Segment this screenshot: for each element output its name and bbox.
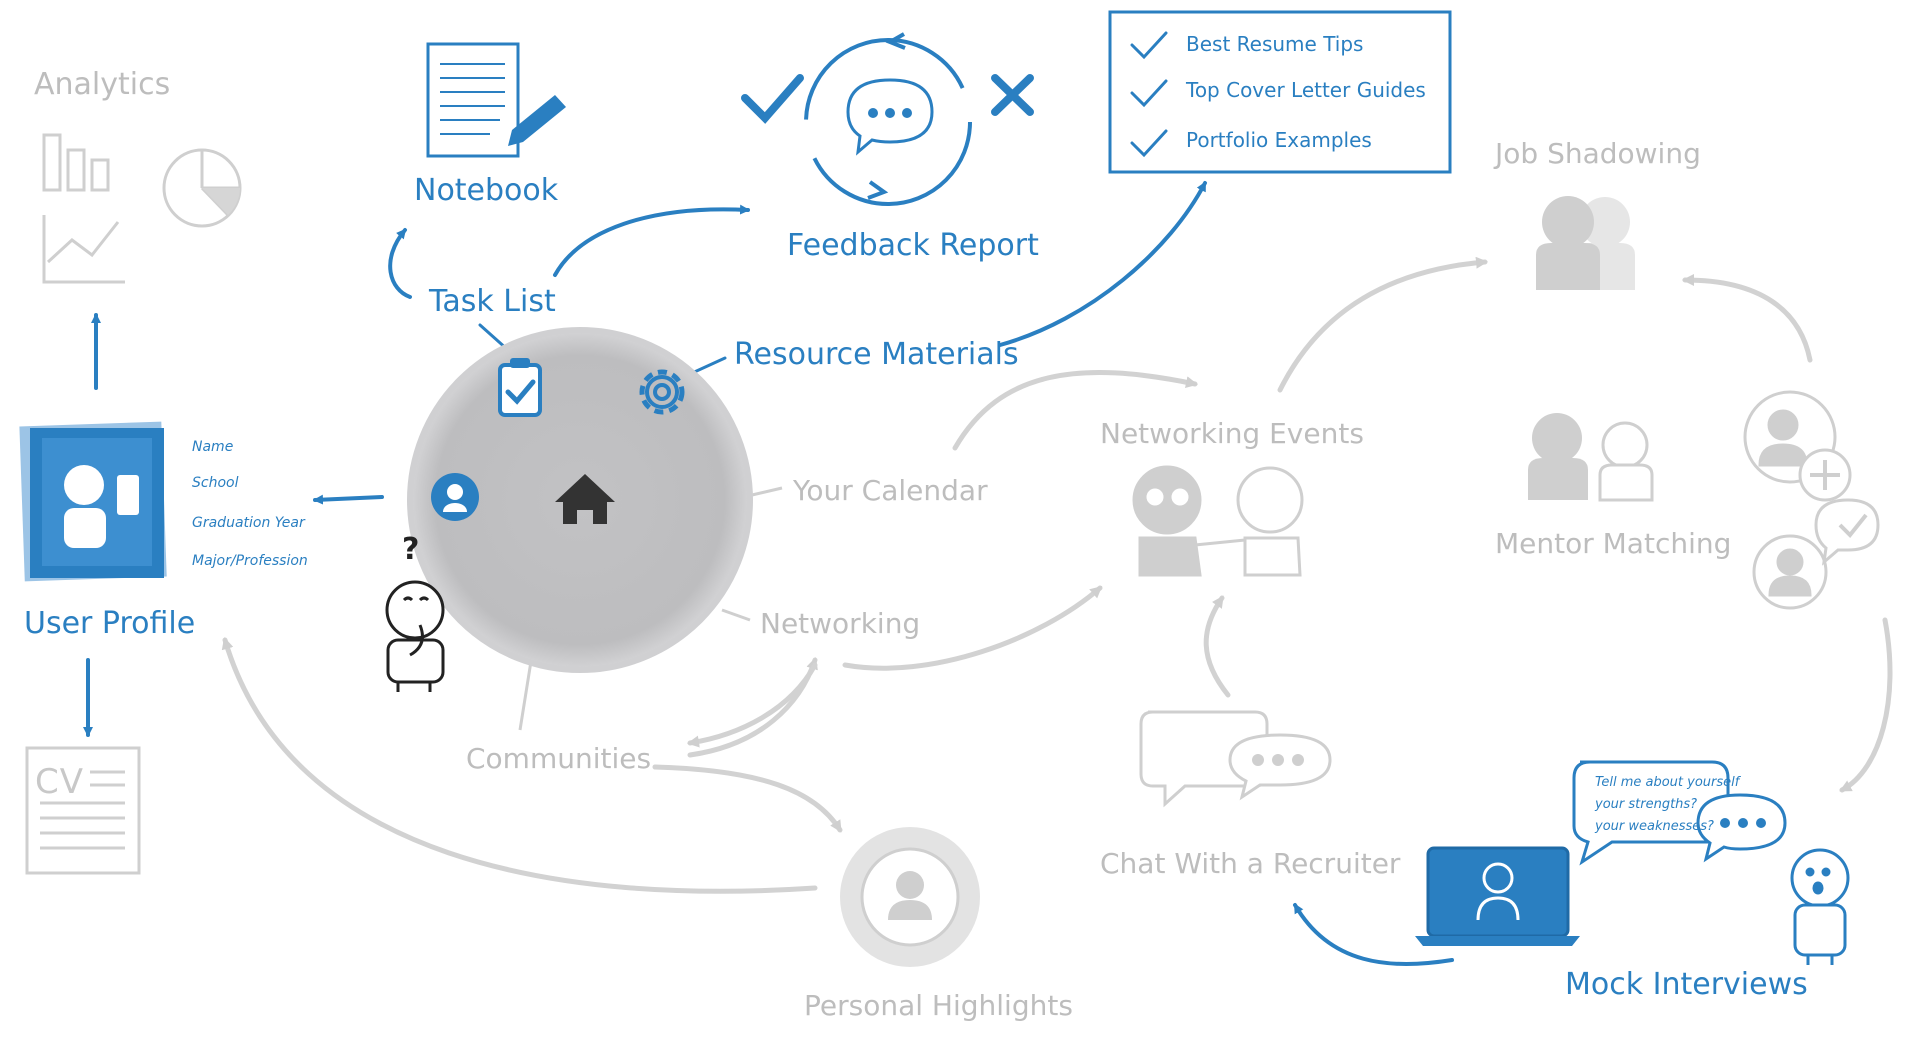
mentor-approved-icon bbox=[1752, 498, 1880, 610]
profile-field-major: Major/Profession bbox=[192, 553, 308, 569]
job-shadowing-label[interactable]: Job Shadowing bbox=[1495, 137, 1701, 170]
grey-connectors bbox=[221, 256, 1893, 894]
clipboard-check-icon[interactable] bbox=[498, 358, 542, 417]
feedback-cycle-icon[interactable] bbox=[804, 32, 972, 206]
job-shadowing-icon bbox=[1536, 196, 1635, 290]
home-icon[interactable] bbox=[555, 474, 615, 524]
interviewer-person-icon bbox=[1790, 848, 1850, 965]
chat-with-recruiter-label[interactable]: Chat With a Recruiter bbox=[1100, 847, 1401, 880]
user-profile-label[interactable]: User Profile bbox=[24, 606, 196, 641]
mentor-matching-label[interactable]: Mentor Matching bbox=[1495, 527, 1732, 560]
question-mark-icon: ? bbox=[402, 532, 420, 567]
communities-label[interactable]: Communities bbox=[466, 742, 652, 775]
arrow-communities-to-highlights bbox=[652, 764, 843, 833]
blue-connectors bbox=[83, 181, 1454, 966]
arrow-highlights-to-profile bbox=[221, 637, 818, 894]
check-icons bbox=[1130, 31, 1168, 158]
arrow-tasklist-to-feedback bbox=[553, 204, 750, 277]
resource-item-portfolio[interactable]: Portfolio Examples bbox=[1186, 128, 1372, 152]
recruiter-chat-icon bbox=[1139, 710, 1332, 808]
arrow-calendar-to-events bbox=[952, 370, 1198, 451]
arrow-mock-to-chat bbox=[1293, 903, 1454, 966]
cycle-arrow-top bbox=[885, 32, 906, 50]
networking-label[interactable]: Networking bbox=[760, 607, 921, 640]
your-calendar-label[interactable]: Your Calendar bbox=[793, 474, 988, 507]
feedback-report-label[interactable]: Feedback Report bbox=[787, 228, 1039, 263]
cycle-arrow-bottom bbox=[867, 180, 889, 200]
arrow-networking-to-events bbox=[842, 585, 1103, 671]
pencil-icon bbox=[508, 95, 566, 146]
resource-materials-label[interactable]: Resource Materials bbox=[734, 337, 1019, 372]
notebook-icon[interactable] bbox=[426, 42, 566, 158]
networking-events-label[interactable]: Networking Events bbox=[1100, 417, 1364, 450]
arrow-shadowing-from-right bbox=[1682, 274, 1813, 363]
analytics-icons bbox=[42, 133, 242, 284]
profile-person-head bbox=[64, 465, 104, 505]
user-profile-card[interactable] bbox=[19, 421, 167, 582]
arrow-mentor-to-mock bbox=[1839, 617, 1893, 793]
analytics-label[interactable]: Analytics bbox=[34, 67, 171, 102]
notebook-label[interactable]: Notebook bbox=[414, 173, 559, 208]
profile-field-graduation: Graduation Year bbox=[192, 515, 305, 531]
user-icon[interactable] bbox=[431, 473, 479, 521]
thinking-person bbox=[385, 580, 445, 692]
cv-document-icon bbox=[25, 746, 141, 875]
mock-interviews-label[interactable]: Mock Interviews bbox=[1565, 967, 1808, 1002]
arrow-communities-networking-back bbox=[687, 662, 818, 748]
cv-text: CV bbox=[35, 762, 84, 802]
gear-icon[interactable] bbox=[639, 369, 685, 415]
profile-field-school: School bbox=[192, 475, 239, 491]
networking-people-icon bbox=[1132, 465, 1304, 577]
arrow-hub-to-profile bbox=[313, 494, 384, 505]
interview-question-line-2: your strengths? bbox=[1595, 797, 1698, 812]
personal-highlights-icon bbox=[840, 827, 980, 967]
profile-field-name: Name bbox=[192, 439, 234, 455]
interview-question-bubble bbox=[1572, 760, 1787, 866]
arrow-chat-to-events bbox=[1203, 595, 1231, 698]
resource-item-resume[interactable]: Best Resume Tips bbox=[1186, 32, 1364, 56]
approve-check-icon bbox=[741, 74, 804, 124]
interview-question-line-1: Tell me about yourself bbox=[1595, 775, 1740, 790]
laptop-video-icon[interactable] bbox=[1415, 846, 1580, 946]
reject-x-icon bbox=[991, 74, 1034, 116]
task-list-label[interactable]: Task List bbox=[429, 284, 556, 319]
personal-highlights-label[interactable]: Personal Highlights bbox=[804, 989, 1073, 1022]
mentor-matching-icon bbox=[1528, 413, 1654, 502]
interview-question-line-3: your weaknesses? bbox=[1595, 819, 1714, 834]
recruiter-chat-dots bbox=[1252, 754, 1304, 766]
hub-spokes bbox=[518, 486, 783, 731]
arrow-resource-to-checklist bbox=[998, 181, 1207, 347]
resource-item-cover-letter[interactable]: Top Cover Letter Guides bbox=[1186, 78, 1426, 102]
arrow-events-to-shadowing bbox=[1277, 256, 1488, 393]
pie-slice bbox=[202, 188, 240, 215]
resource-checklist-box[interactable] bbox=[1108, 10, 1452, 174]
add-mentor-icon bbox=[1743, 390, 1852, 502]
arrow-tasklist-to-notebook bbox=[388, 228, 412, 299]
